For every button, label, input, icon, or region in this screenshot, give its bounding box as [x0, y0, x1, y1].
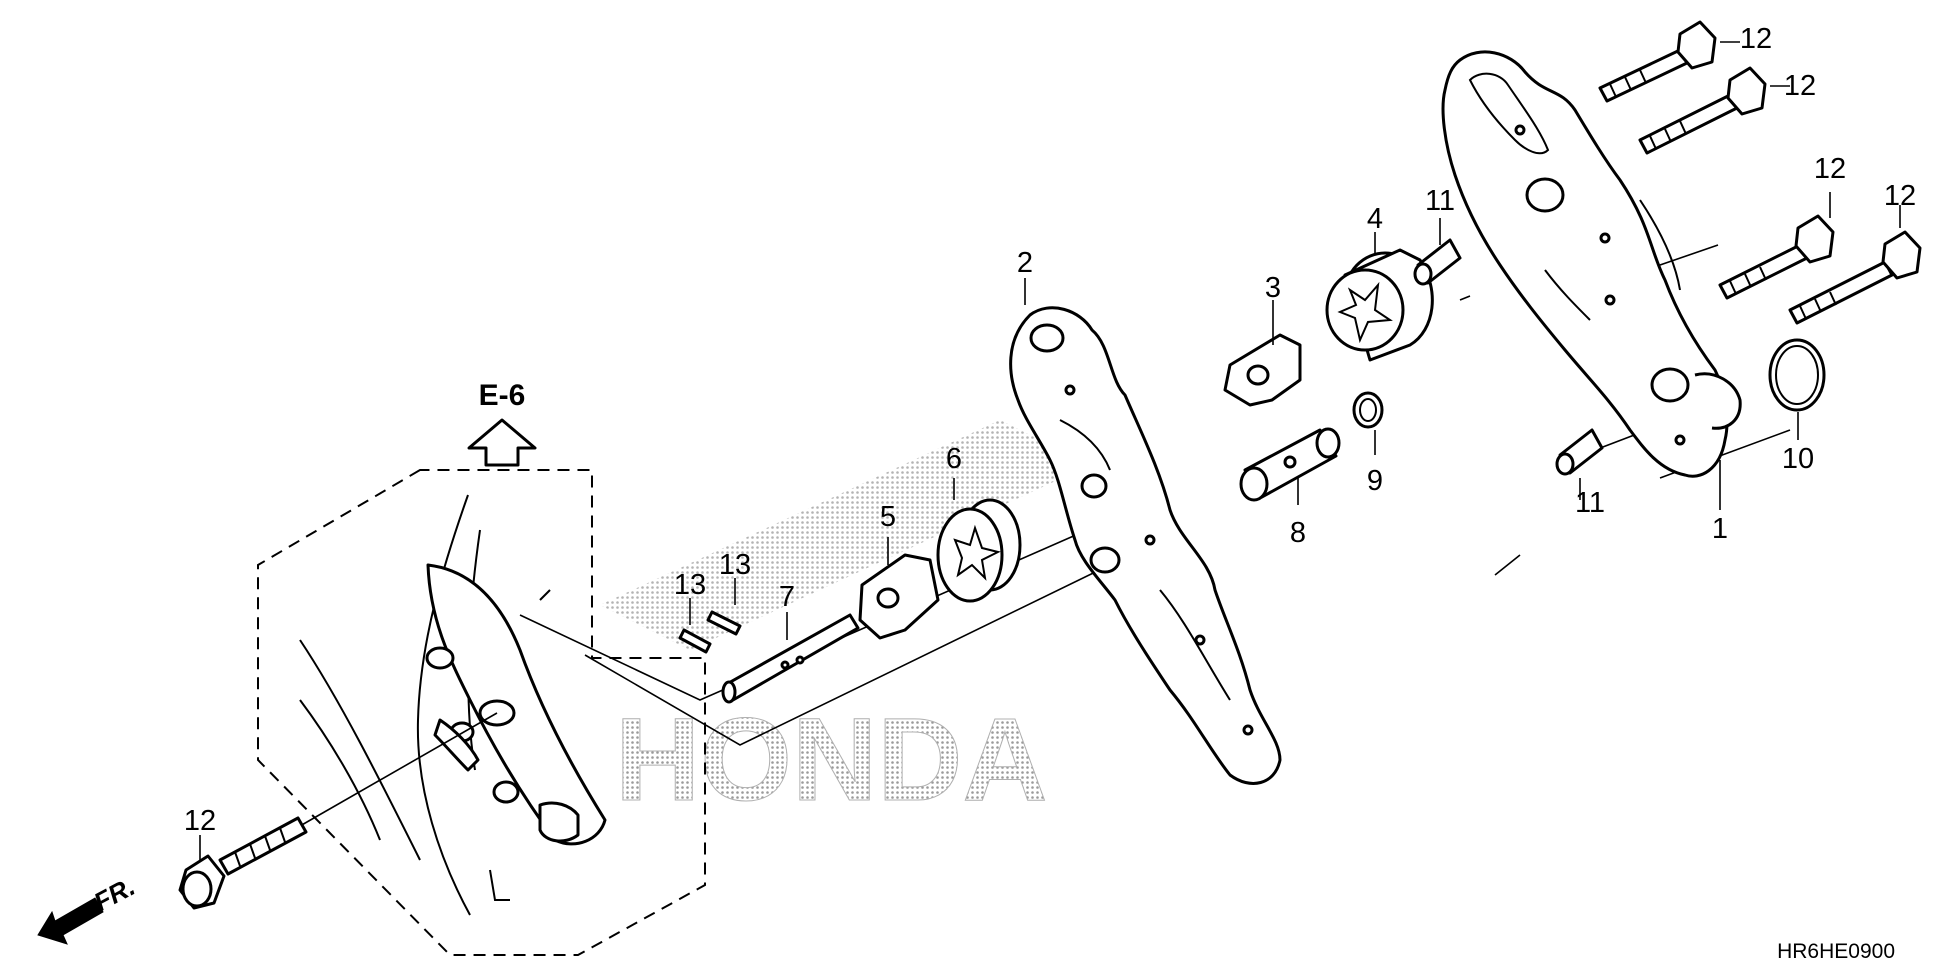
callout-12-top-1: 12	[1740, 23, 1772, 55]
dowel-pin-upper	[1413, 238, 1462, 286]
outer-rotor-large	[1325, 248, 1434, 362]
flange-bolt-right-1	[1718, 214, 1835, 300]
callout-2: 2	[1017, 247, 1033, 279]
transmission-case	[299, 494, 607, 916]
flange-bolt-top-2	[1638, 66, 1767, 155]
reference-arrow: E-6	[467, 379, 537, 467]
callout-6: 6	[946, 443, 962, 475]
reference-label: E-6	[479, 379, 526, 412]
inner-rotor	[858, 553, 940, 640]
callout-13-left: 13	[674, 569, 706, 601]
callout-leaders	[199, 41, 1901, 860]
dowel-pin-lower	[1555, 428, 1604, 476]
flange-bolt-lower-left	[178, 816, 308, 910]
pump-shaft	[721, 613, 860, 704]
callout-12-top-2: 12	[1784, 70, 1816, 102]
callout-4: 4	[1367, 203, 1383, 235]
flange-bolt-right-2	[1788, 230, 1922, 325]
pin-small-right	[706, 610, 742, 636]
callout-12-lower-left: 12	[184, 805, 216, 837]
flange-bolt-top-1	[1598, 20, 1717, 103]
callout-8: 8	[1290, 517, 1306, 549]
callout-10: 10	[1782, 443, 1814, 475]
o-ring-small	[1352, 391, 1384, 429]
callout-13-right: 13	[719, 549, 751, 581]
callout-11-lower: 11	[1575, 487, 1605, 519]
callout-5: 5	[880, 501, 896, 533]
diagram-code: HR6HE0900	[1777, 940, 1895, 963]
callout-12-right-1: 12	[1814, 153, 1846, 185]
separator-plate	[1009, 306, 1282, 785]
separator-plate-holes	[1029, 323, 1254, 736]
callout-11-upper: 11	[1425, 185, 1455, 217]
front-direction-indicator: FR.	[37, 871, 140, 945]
pump-body	[1441, 50, 1729, 478]
pump-body-details	[1468, 72, 1742, 446]
case-boundary	[257, 469, 706, 956]
pin-small-left	[678, 628, 712, 654]
callout-9: 9	[1367, 465, 1383, 497]
callout-7: 7	[779, 581, 795, 613]
front-arrow-icon	[37, 897, 104, 945]
inner-rotor-small	[1223, 333, 1302, 407]
o-ring-large	[1768, 338, 1826, 412]
honda-watermark: HONDA	[600, 420, 1090, 827]
outer-rotor	[936, 498, 1022, 603]
up-arrow-icon	[467, 418, 537, 467]
watermark-text: HONDA	[615, 694, 1048, 826]
callout-12-right-2: 12	[1884, 180, 1916, 212]
callout-3: 3	[1265, 272, 1281, 304]
relief-valve	[1239, 427, 1341, 502]
callout-1: 1	[1712, 513, 1728, 545]
